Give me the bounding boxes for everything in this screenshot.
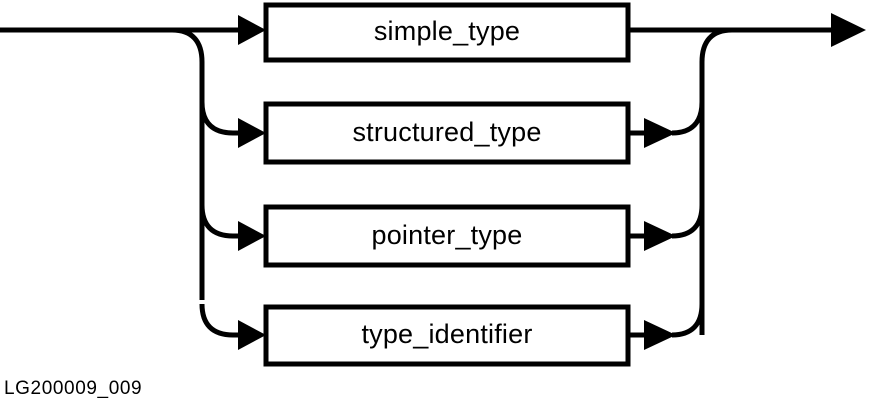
left-branch-to-structured-type [199, 101, 240, 136]
box-structured-type[interactable] [263, 101, 631, 165]
box-label-pointer-type: pointer_type [371, 220, 522, 250]
right-merge-curve [699, 27, 733, 335]
arrowhead-into-structured-type [238, 118, 266, 148]
merge-curve-pointer-type [671, 204, 705, 239]
arrowhead-out-type-identifier [644, 320, 676, 350]
figure-caption: LG200009_009 [4, 378, 143, 399]
arrowhead-into-type-identifier [238, 320, 266, 350]
box-pointer-type[interactable] [263, 204, 631, 268]
arrowhead-into-simple-type [238, 15, 266, 45]
left-branch-to-pointer-type [199, 204, 240, 239]
arrowhead-out-structured-type [644, 118, 676, 148]
box-label-type-identifier: type_identifier [361, 319, 532, 349]
merge-curve-structured-type [671, 101, 705, 136]
box-label-structured-type: structured_type [352, 117, 541, 147]
left-branch-curve [171, 27, 205, 300]
arrowhead-into-pointer-type [238, 221, 266, 251]
arrowhead-out-pointer-type [644, 221, 676, 251]
arrowhead-exit [831, 13, 866, 47]
merge-curve-type-identifier [671, 303, 705, 338]
box-label-simple-type: simple_type [374, 16, 520, 46]
left-branch-to-type-identifier [199, 303, 240, 338]
